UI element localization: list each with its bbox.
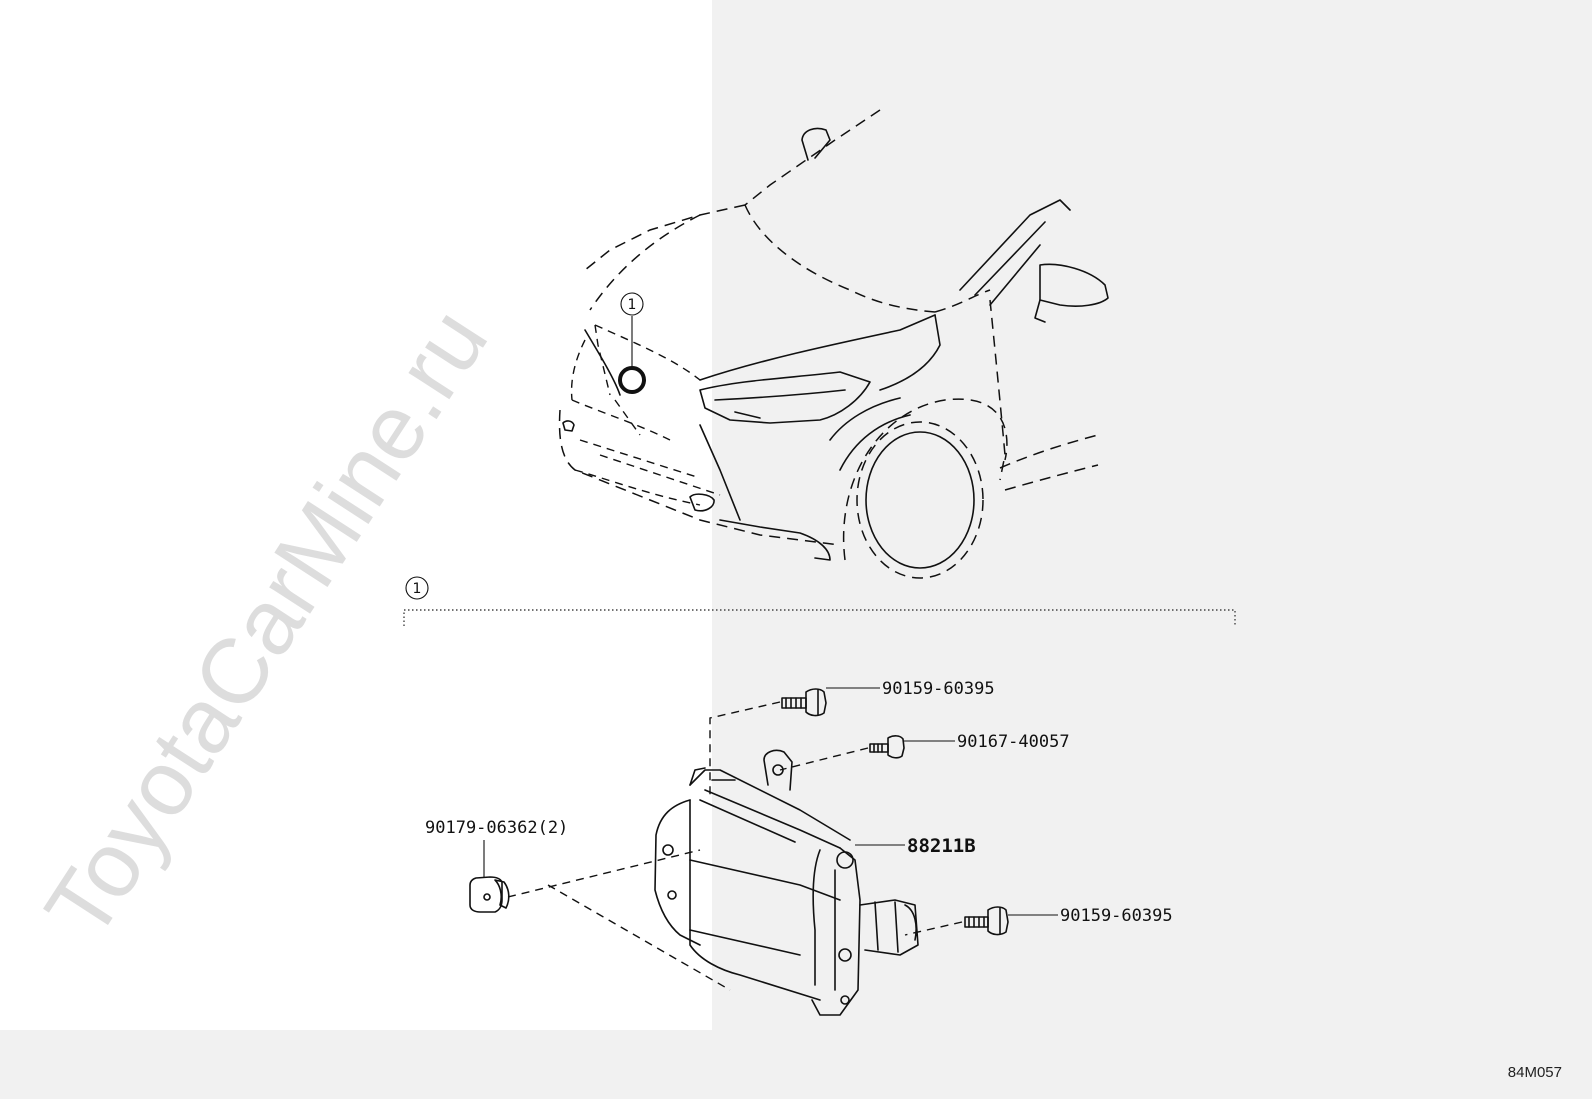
- watermark: ToyotaCarMine.ru: [26, 291, 507, 955]
- label-sensor-module: 88211B: [907, 835, 976, 857]
- bolt-bottom: [964, 906, 1009, 936]
- leader-lines: [483, 687, 1058, 916]
- label-bolt-bottom: 90159-60395: [1060, 906, 1173, 926]
- assembly-group-bracket: 1: [403, 576, 1236, 626]
- label-bolt-top: 90159-60395: [882, 679, 995, 699]
- label-screw-top: 90167-40057: [957, 732, 1070, 752]
- screw-top: [869, 735, 905, 759]
- vehicle-front-illustration: 1: [558, 109, 1109, 579]
- assembly-callout-number: 1: [413, 581, 422, 597]
- assembly-paths: [507, 701, 963, 991]
- watermark-text: ToyotaCarMine.ru: [26, 291, 507, 955]
- label-clip-nut: 90179-06362(2): [425, 818, 568, 838]
- left-panel-background: [0, 0, 712, 1030]
- vehicle-callout-number: 1: [628, 297, 637, 313]
- diagram-code: 84M057: [1507, 1064, 1562, 1081]
- part-labels: 90159-60395 90167-40057 88211B 90179-063…: [425, 679, 1173, 926]
- sensor-module-illustration: [654, 749, 919, 1016]
- bolt-top: [781, 688, 827, 717]
- sensor-location-marker: 1: [618, 292, 646, 394]
- clip-nut: [469, 876, 510, 913]
